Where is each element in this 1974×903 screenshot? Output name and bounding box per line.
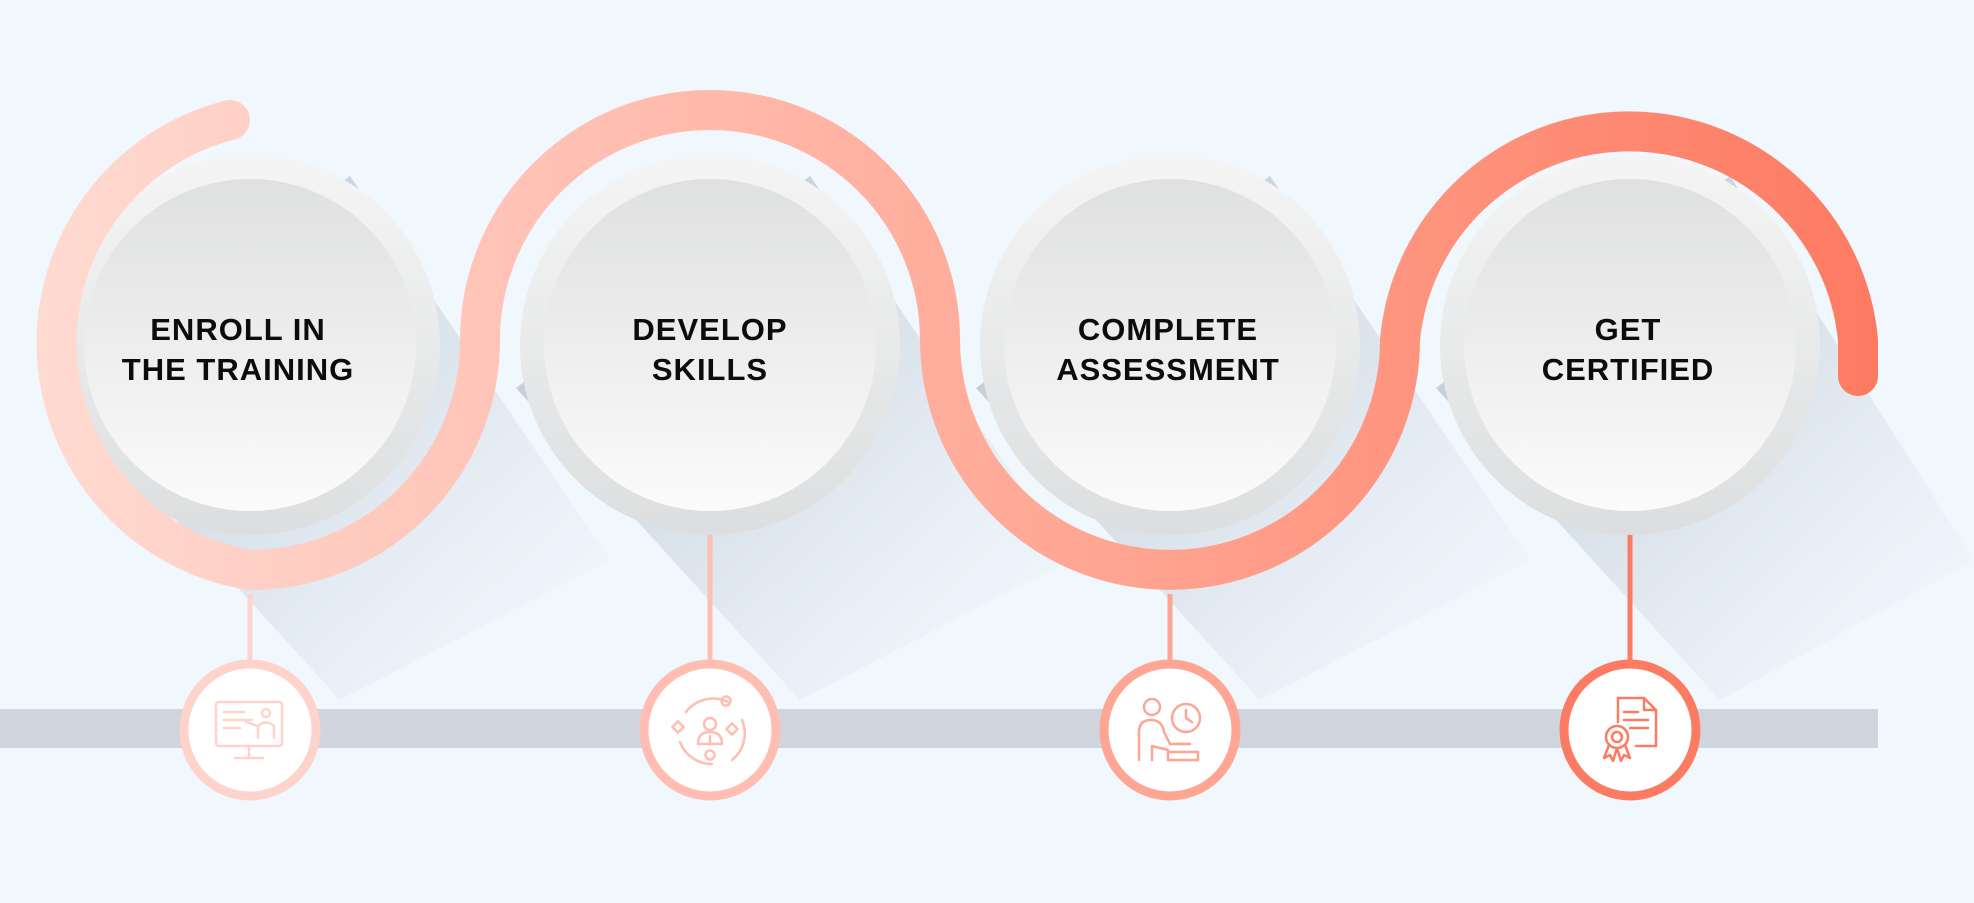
certificate-ribbon-icon [1602,696,1658,763]
step-circle [520,155,900,535]
step-title-line: SKILLS [651,352,769,387]
step-title-line: ENROLL IN [150,312,326,347]
skill-development-icon [671,695,747,766]
step-title-line: CERTIFIED [1541,352,1715,387]
step-circle [980,155,1360,535]
step-title-line: GET [1594,312,1662,347]
assessment-clock-icon [1137,697,1202,762]
step-circle [1440,155,1820,535]
step-title: DEVELOP SKILLS [560,310,860,390]
step-title-line: DEVELOP [632,312,788,347]
presentation-screen-icon [214,700,284,760]
step-circle [60,155,440,535]
progress-track [36,90,1878,591]
step-title: GET CERTIFIED [1478,310,1778,390]
step-title: COMPLETE ASSESSMENT [1018,310,1318,390]
icon-badge [1559,659,1701,801]
step-title-line: ASSESSMENT [1056,352,1280,387]
step-title: ENROLL IN THE TRAINING [88,310,388,390]
icon-badge [179,659,321,801]
icon-badge [1099,659,1241,801]
step-title-line: COMPLETE [1077,312,1259,347]
step-title-line: THE TRAINING [121,352,355,387]
